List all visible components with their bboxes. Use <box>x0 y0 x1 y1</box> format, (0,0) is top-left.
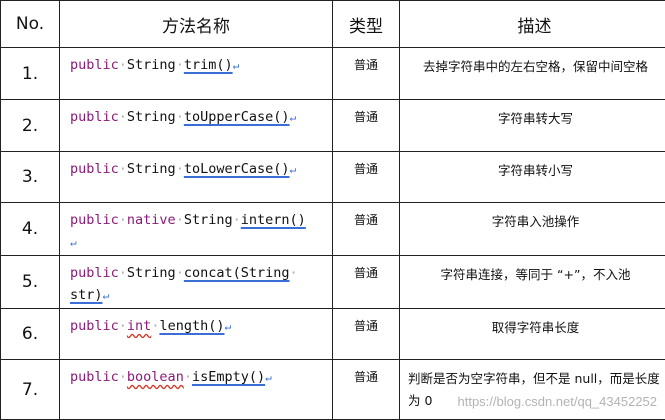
method-signature: public·String·toUpperCase()↵ <box>60 100 333 152</box>
method-name: length() <box>159 318 224 334</box>
return-mark-icon: ↵ <box>103 289 110 302</box>
keyword: public <box>70 109 119 125</box>
table-row: 6. public·int·length()↵ 普通 取得字符串长度 <box>1 309 665 360</box>
method-signature: public·String·toLowerCase()↵ <box>60 152 333 203</box>
row-number: 4. <box>1 203 60 256</box>
header-row: No. 方法名称 类型 描述 <box>1 1 665 48</box>
method-kind: 普通 <box>333 100 400 152</box>
method-signature: public·String·trim()↵ <box>60 48 333 100</box>
table-row: 2. public·String·toUpperCase()↵ 普通 字符串转大… <box>1 100 665 152</box>
method-name: isEmpty() <box>192 369 265 385</box>
return-type: String <box>127 161 176 177</box>
row-number: 2. <box>1 100 60 152</box>
method-description: 字符串入池操作 <box>400 203 665 256</box>
return-mark-icon: ↵ <box>233 59 240 72</box>
return-type: String <box>127 265 176 281</box>
method-name: intern() <box>241 212 306 228</box>
method-description: 字符串连接，等同于 “+”，不入池 <box>400 256 665 309</box>
method-name: trim() <box>184 57 233 73</box>
keyword: public <box>70 161 119 177</box>
method-kind: 普通 <box>333 48 400 100</box>
method-kind: 普通 <box>333 152 400 203</box>
table-row: 4. public·native·String·intern()↵ 普通 字符串… <box>1 203 665 256</box>
method-kind: 普通 <box>333 360 400 420</box>
method-description: 判断是否为空字符串，但不是 null，而是长度为 0 <box>400 360 665 420</box>
method-description: 字符串转小写 <box>400 152 665 203</box>
keyword: public <box>70 265 119 281</box>
return-type: boolean <box>127 369 184 385</box>
row-number: 6. <box>1 309 60 360</box>
method-name: toUpperCase() <box>184 109 290 125</box>
keyword: public <box>70 57 119 73</box>
keyword: public <box>70 212 119 228</box>
method-signature: public·int·length()↵ <box>60 309 333 360</box>
return-type: String <box>184 212 233 228</box>
table-row: 1. public·String·trim()↵ 普通 去掉字符串中的左右空格，… <box>1 48 665 100</box>
header-type: 类型 <box>333 1 400 48</box>
keyword: public <box>70 369 119 385</box>
method-description: 字符串转大写 <box>400 100 665 152</box>
watermark: https://blog.csdn.net/qq_43452252 <box>458 394 658 409</box>
row-number: 3. <box>1 152 60 203</box>
method-description: 取得字符串长度 <box>400 309 665 360</box>
method-name: concat(String <box>184 265 290 281</box>
method-signature: public·native·String·intern()↵ <box>60 203 333 256</box>
return-type: String <box>127 109 176 125</box>
keyword: public <box>70 318 119 334</box>
method-kind: 普通 <box>333 309 400 360</box>
header-description: 描述 <box>400 1 665 48</box>
return-type: int <box>127 318 151 334</box>
modifier-keyword: native <box>127 212 176 228</box>
return-mark-icon: ↵ <box>265 371 272 384</box>
return-mark-icon: ↵ <box>290 111 297 124</box>
header-method-name: 方法名称 <box>60 1 333 48</box>
method-signature: public·String·concat(String·str)↵ <box>60 256 333 309</box>
return-type: String <box>127 57 176 73</box>
row-number: 5. <box>1 256 60 309</box>
table-row: 3. public·String·toLowerCase()↵ 普通 字符串转小… <box>1 152 665 203</box>
table-row: 5. public·String·concat(String·str)↵ 普通 … <box>1 256 665 309</box>
method-description: 去掉字符串中的左右空格，保留中间空格 <box>400 48 665 100</box>
return-mark-icon: ↵ <box>224 320 231 333</box>
method-name: toLowerCase() <box>184 161 290 177</box>
row-number: 1. <box>1 48 60 100</box>
row-number: 7. <box>1 360 60 420</box>
method-signature: public·boolean·isEmpty()↵ <box>60 360 333 420</box>
table-row: 7. public·boolean·isEmpty()↵ 普通 判断是否为空字符… <box>1 360 665 420</box>
method-kind: 普通 <box>333 203 400 256</box>
return-mark-icon: ↵ <box>290 163 297 176</box>
method-kind: 普通 <box>333 256 400 309</box>
method-name-continued: str) <box>70 287 103 303</box>
header-no: No. <box>1 1 60 48</box>
return-mark-icon: ↵ <box>70 236 77 249</box>
